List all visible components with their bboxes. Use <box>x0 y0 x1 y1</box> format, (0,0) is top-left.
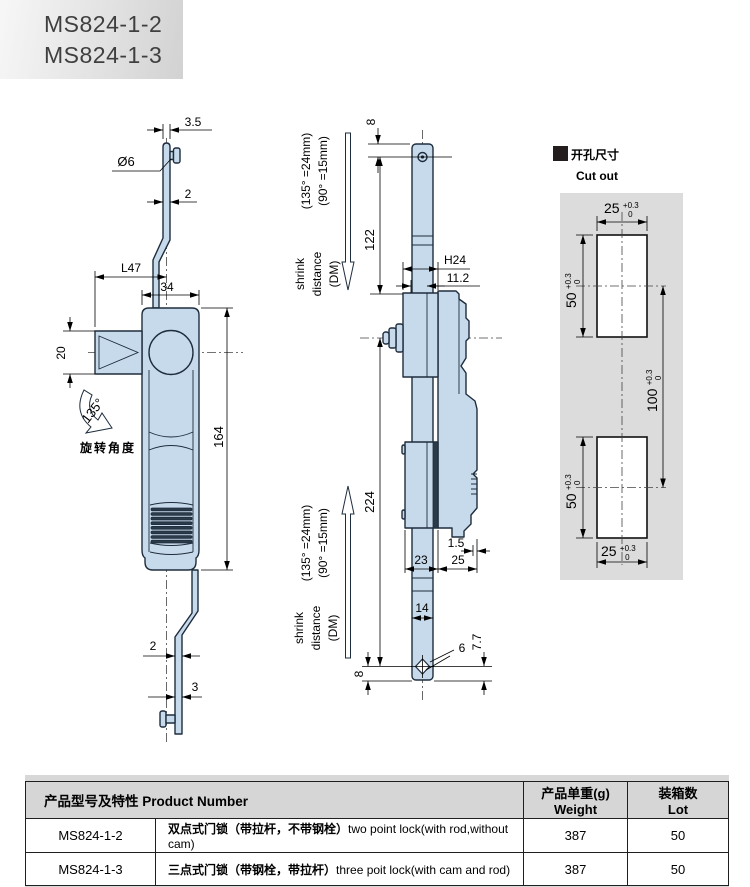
dim-8-bottom: 8 <box>352 670 366 677</box>
dim-14: 14 <box>415 601 429 615</box>
header-lot-cn: 装箱数 <box>658 786 698 801</box>
dim-122: 122 <box>362 229 377 251</box>
cutout-width-bottom: 25 <box>601 543 617 559</box>
svg-text:50 +0.3 0: 50 +0.3 0 <box>560 471 582 509</box>
dim-H24: H24 <box>444 253 466 267</box>
model-number-box: MS824-1-2 MS824-1-3 <box>0 0 183 79</box>
cell-model-1: MS824-1-2 <box>25 818 156 853</box>
spec-table: 产品型号及特性 Product Number 产品单重(g) Weight 装箱… <box>24 775 729 887</box>
shrink-word-1: shrink <box>293 257 307 290</box>
dim-23: 23 <box>414 553 428 567</box>
bullet-square-icon <box>553 146 568 161</box>
side-view-dimensions: 8 122 H24 11.2 224 <box>292 118 492 695</box>
dim-3-5: 3.5 <box>185 115 202 129</box>
header-lot-en: Lot <box>667 802 689 817</box>
table-header-row: 产品型号及特性 Product Number 产品单重(g) Weight 装箱… <box>24 781 729 819</box>
rotation-caption: 旋转角度 <box>79 440 136 455</box>
header-weight-en: Weight <box>553 802 598 817</box>
dim-3: 3 <box>192 680 199 694</box>
dim-8-top: 8 <box>364 118 378 125</box>
front-view-dimensions: 3.5 Ø6 2 L47 34 20 <box>54 115 233 700</box>
cell-weight-2: 387 <box>523 852 629 886</box>
dim-2-top: 2 <box>185 187 192 201</box>
shrink-word-3b: (DM) <box>326 615 340 642</box>
shrink-word-2: distance <box>310 251 324 296</box>
shrink-value-1b: (135° =24mm) <box>299 505 313 582</box>
svg-text:25 +0.3 0: 25 +0.3 0 <box>601 540 639 562</box>
model-number-2: MS824-1-3 <box>44 41 163 68</box>
dim-2-bottom: 2 <box>150 639 157 653</box>
dim-224: 224 <box>362 491 377 513</box>
shrink-arrow-up-icon <box>341 485 355 659</box>
dim-L47: L47 <box>121 261 141 275</box>
header-weight: 产品单重(g) Weight <box>523 781 629 819</box>
dim-7-7: 7.7 <box>470 633 484 650</box>
front-view-part <box>88 138 243 745</box>
cell-lot-1: 50 <box>627 818 729 853</box>
cutout-width-top: 25 <box>604 200 620 216</box>
shrink-word-2b: distance <box>309 605 323 650</box>
shrink-arrow-down-icon <box>341 132 355 291</box>
shrink-value-2: (90° =15mm) <box>316 136 330 206</box>
svg-text:100 +0.3 0: 100 +0.3 0 <box>641 366 663 412</box>
cell-desc-2: 三点式门锁（带钢栓，带拉杆）three poit lock(with cam a… <box>154 852 525 886</box>
cell-model-2: MS824-1-3 <box>25 852 156 886</box>
header-weight-cn: 产品单重(g) <box>541 786 610 801</box>
cutout-section: 开孔尺寸 Cut out 25 +0.3 0 50 +0.3 0 <box>553 146 683 580</box>
cutout-title-en: Cut out <box>576 169 618 183</box>
dim-20: 20 <box>54 346 68 360</box>
technical-drawing: 3.5 Ø6 2 L47 34 20 <box>54 115 683 745</box>
dim-6: 6 <box>459 641 466 655</box>
dim-11-2: 11.2 <box>447 271 470 285</box>
dim-dia6: Ø6 <box>117 154 134 169</box>
cell-weight-1: 387 <box>523 818 629 853</box>
shrink-value-1: (135° =24mm) <box>299 133 313 210</box>
rotation-arrow-icon <box>79 389 113 434</box>
header-product-number: 产品型号及特性 Product Number <box>24 781 525 819</box>
cutout-height-top: 50 <box>563 292 579 308</box>
side-view-part <box>360 130 502 700</box>
shrink-value-2b: (90° =15mm) <box>316 508 330 578</box>
model-number-1: MS824-1-2 <box>44 10 163 37</box>
cutout-title-cn: 开孔尺寸 <box>571 147 619 162</box>
table-row: MS824-1-2 双点式门锁（带拉杆，不带钢栓）two point lock(… <box>25 818 729 853</box>
cell-desc-1: 双点式门锁（带拉杆，不带钢栓）two point lock(with rod,w… <box>154 818 525 853</box>
svg-text:50 +0.3 0: 50 +0.3 0 <box>560 270 582 308</box>
cell-lot-2: 50 <box>627 852 729 886</box>
spring-coil <box>150 507 193 544</box>
table-row: MS824-1-3 三点式门锁（带钢栓，带拉杆）three poit lock(… <box>25 852 729 886</box>
shrink-word-1b: shrink <box>292 611 306 644</box>
cutout-height-bottom: 50 <box>563 493 579 509</box>
dim-164: 164 <box>211 426 226 448</box>
dim-1-5: 1.5 <box>448 536 465 550</box>
header-lot: 装箱数 Lot <box>627 781 729 819</box>
svg-text:25 +0.3 0: 25 +0.3 0 <box>604 197 642 219</box>
cutout-spacing: 100 <box>644 388 660 412</box>
shrink-word-3: (DM) <box>327 261 341 288</box>
dim-34: 34 <box>160 280 174 294</box>
dim-25: 25 <box>451 553 465 567</box>
